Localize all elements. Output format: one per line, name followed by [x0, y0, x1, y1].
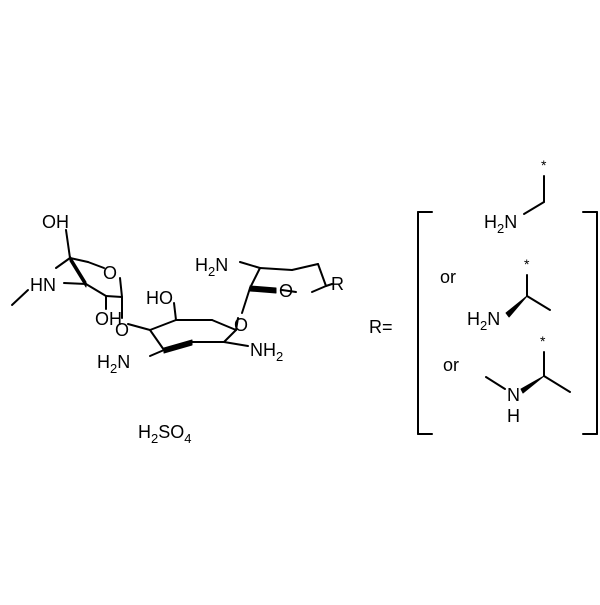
label-h2n-ring3: H2N — [195, 255, 228, 279]
svg-text:H2N: H2N — [195, 255, 228, 279]
ring-1-front-wedge — [69, 255, 87, 288]
label-nh-hydrogen: H — [507, 406, 520, 426]
svg-text:H2N: H2N — [484, 212, 517, 236]
label-glycosidic-oxygen-1: O — [115, 320, 129, 340]
attachment-star-3: * — [540, 333, 546, 349]
ring-2-front-wedge — [163, 339, 193, 354]
ring-2-bonds — [127, 302, 249, 357]
svg-text:NH2: NH2 — [250, 340, 283, 364]
label-hn: HN — [30, 275, 56, 295]
label-ring1-oxygen: O — [103, 263, 117, 283]
or-label-2: or — [443, 355, 459, 375]
right-bracket — [582, 211, 598, 435]
ring-3-front-wedge — [249, 285, 277, 294]
svg-text:H2N: H2N — [467, 309, 500, 333]
label-glycosidic-oxygen-2: O — [234, 315, 248, 335]
attachment-star-1: * — [541, 157, 547, 173]
label-r-group: R — [331, 274, 344, 294]
label-nh2-center: NH2 — [250, 340, 283, 364]
label-ho-center: HO — [146, 288, 173, 308]
svg-text:H2SO4: H2SO4 — [138, 422, 191, 446]
ring-1-bonds — [11, 229, 123, 319]
label-n-methylamine: N — [507, 385, 520, 405]
salt-label-h2so4: H2SO4 — [138, 422, 191, 446]
label-ring3-oxygen: O — [279, 281, 293, 301]
r-equals-label: R= — [369, 317, 393, 337]
label-ring1-oh: OH — [95, 309, 122, 329]
left-bracket — [417, 211, 433, 435]
or-label-1: or — [440, 267, 456, 287]
label-h2n-center: H2N — [97, 352, 130, 376]
svg-text:H2N: H2N — [97, 352, 130, 376]
label-oh-top: OH — [42, 212, 69, 232]
ring-3-bonds — [239, 261, 333, 314]
structure-labels: OH HN O OH O HO H2N NH2 O H2N O R — [30, 212, 344, 376]
attachment-star-2: * — [524, 256, 530, 272]
r-option-aminomethyl: * H2N — [484, 157, 547, 236]
r-option-1-aminoethyl: * H2N — [467, 256, 551, 333]
r-option-1-methylaminoethyl: * N H — [485, 333, 571, 426]
